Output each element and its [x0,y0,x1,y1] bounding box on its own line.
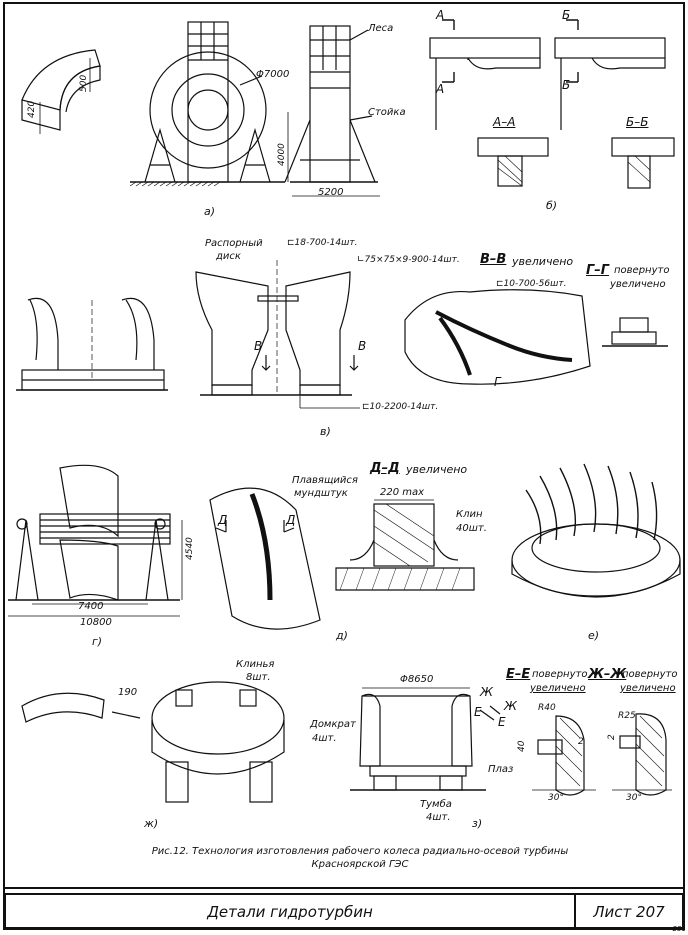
view-zh-drawing [21,681,285,803]
title-block: Детали гидротурбин [4,893,574,929]
dim-7400: 7400 [78,601,104,612]
view-g-label: г) [92,635,103,648]
radius-r40: R40 [538,703,556,713]
cut-g: Г [494,375,501,389]
section-zhzh: Ж–Ж [588,667,627,682]
scaffold-label: Леса [368,23,394,34]
section-gg-suffix1: повернуто [614,265,670,276]
section-gg-suffix2: увеличено [610,279,666,290]
section-dd-suffix: увеличено [406,463,468,476]
melting-line1: Плавящийся [292,475,358,486]
view-v-drawing [16,260,668,409]
dim-190: 190 [118,687,138,698]
view-g-drawing [8,464,183,617]
cut-b-top: Б [562,8,571,22]
sheet-title: Детали гидротурбин [207,903,373,921]
view-v-label: в) [320,425,331,438]
post-label: Стойка [368,107,406,118]
jack-line2: 4шт. [312,733,337,744]
section-ee-suffix1: повернуто [532,669,588,680]
cut-v-left: В [254,339,263,353]
cut-zh-left: Ж [480,685,493,699]
dim-5200: 5200 [318,187,344,198]
dim-phi7000: Φ7000 [256,69,290,80]
spec-channel-18: ⊏18-700-14шт. [287,238,358,248]
pedestal-line2: 4шт. [426,812,451,823]
section-vv-suffix: увеличено [512,255,574,268]
dim-2-b: 2 [607,734,617,740]
cut-zh-right: Ж [504,699,517,713]
cut-d-left: Д [218,513,228,527]
sheet-number: Лист 207 [593,903,665,921]
spec-channel-10-2200: ⊏10-2200-14шт. [362,402,439,412]
page-number: 251 [672,925,686,933]
view-zh-label: ж) [144,817,159,830]
radius-r25: R25 [618,711,636,721]
section-zhzh-suffix2: увеличено [620,683,676,694]
section-vv: В–В [480,252,507,267]
view-b-label: б) [546,199,558,212]
dim-420: 420 [27,100,37,118]
spec-channel-10-700: ⊏10-700-56шт. [496,279,567,289]
plaz-label: Плаз [488,764,514,775]
dim-4000: 4000 [277,143,287,166]
jack-line1: Домкрат [310,719,356,730]
section-gg: Г–Г [586,263,610,278]
dim-phi8650: Φ8650 [400,674,434,685]
cut-e-left: Е [474,705,482,719]
wedge-line2: 40шт. [456,523,487,534]
dim-10800: 10800 [80,617,112,628]
spec-angle-75: ∟75×75×9-900-14шт. [357,255,460,265]
section-dd: Д–Д [370,461,400,476]
dim-40: 40 [517,740,527,752]
view-a-label: а) [204,205,216,218]
dim-500: 500 [79,74,89,92]
view-b-drawing [429,19,675,189]
view-e-drawing [511,463,681,598]
view-z-label: з) [472,817,483,830]
section-bb: Б–Б [626,115,649,129]
view-z-drawing [350,687,672,796]
dim-4540: 4540 [185,537,195,560]
wedges-line1: Клинья [236,659,275,670]
view-d-label: д) [336,629,348,642]
cut-b-bottom: Б [562,78,571,92]
dim-2-a: 2 [578,737,584,747]
wedges-line2: 8шт. [246,672,271,683]
section-ee: Е–Е [506,667,531,682]
spacer-disk-line1: Распорный [205,238,263,249]
dim-220-max: 220 max [380,487,425,498]
cut-v-right: В [358,339,367,353]
section-ee-suffix2: увеличено [530,683,586,694]
angle-30-b: 30° [626,793,642,803]
cut-d-right: Д [286,513,296,527]
cut-e-right: Е [498,715,506,729]
view-d-drawing [209,487,475,630]
pedestal-line1: Тумба [420,799,452,810]
view-e-label: е) [588,629,600,642]
wedge-line1: Клин [456,509,483,520]
cut-a-bottom: А [436,82,445,96]
view-a-drawing [21,21,380,197]
angle-30-a: 30° [548,793,564,803]
section-zhzh-suffix1: повернуто [622,669,678,680]
sheet-border [3,2,685,930]
melting-line2: мундштук [294,488,348,499]
sheet-number-block: Лист 207 [574,893,684,929]
spacer-disk-line2: диск [216,251,241,262]
figure-caption: Рис.12. Технология изготовления рабочего… [151,846,569,870]
cut-a-top: А [436,8,445,22]
section-aa: А–А [493,115,516,129]
